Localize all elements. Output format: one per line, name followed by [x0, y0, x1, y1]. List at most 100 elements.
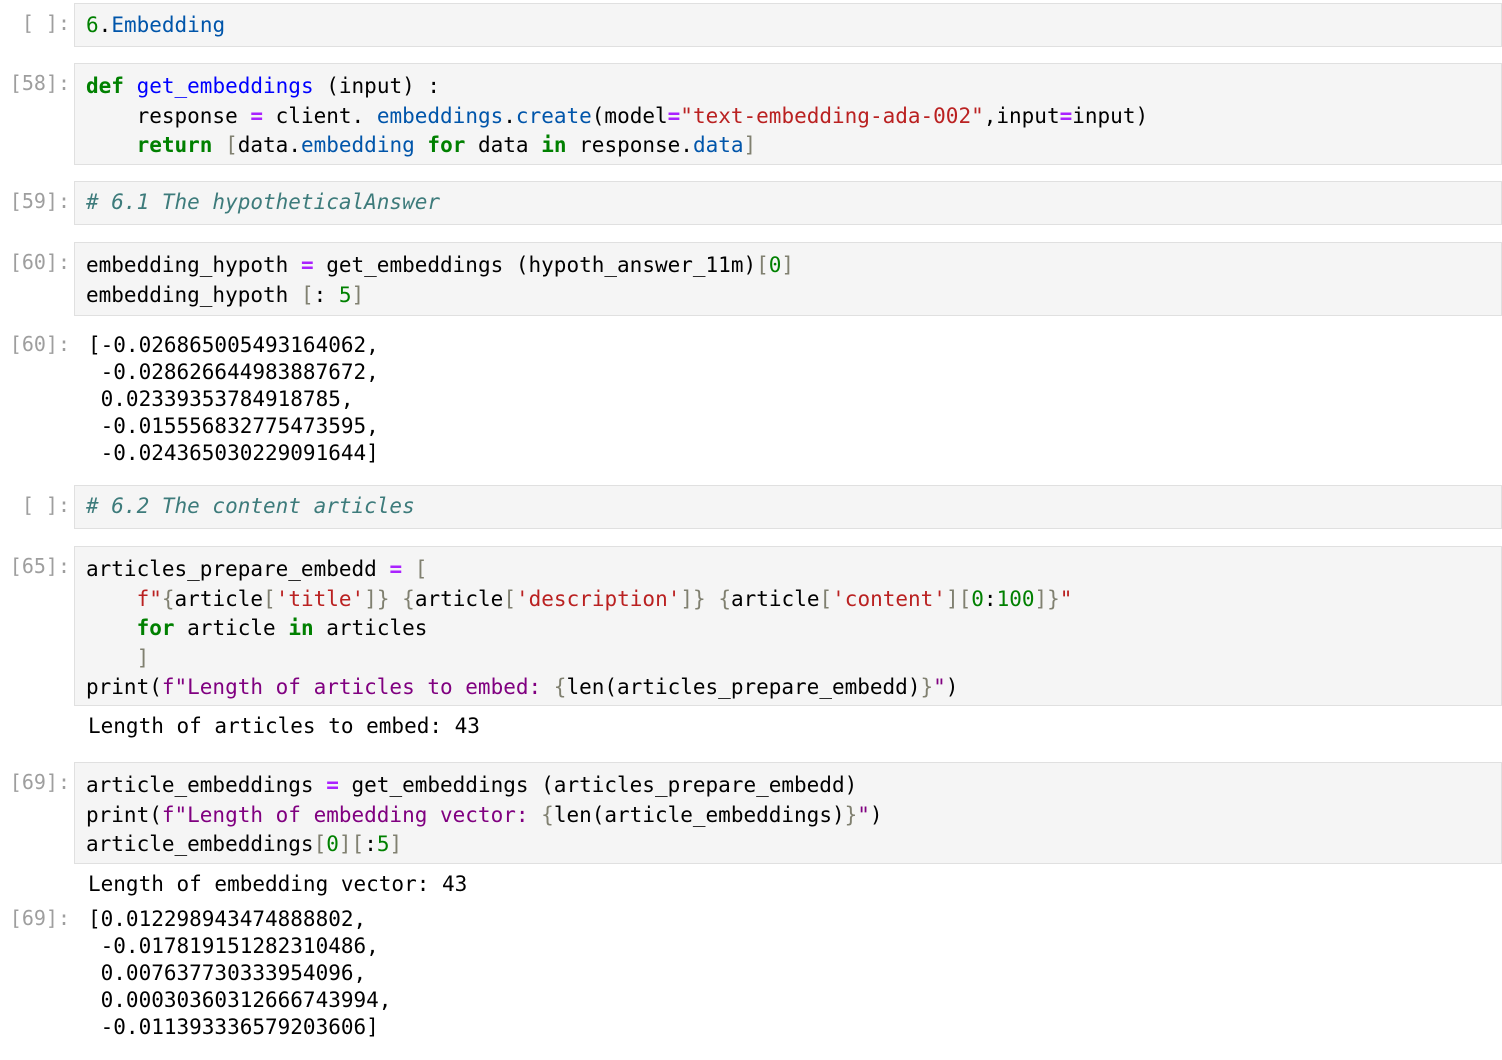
- execution-prompt: [59]:: [9, 189, 70, 213]
- code-token: data: [692, 133, 744, 157]
- code-token: ,input: [983, 103, 1060, 128]
- execution-prompt: [60]:: [9, 250, 70, 274]
- cell-input-area[interactable]: embedding_hypoth = get_embeddings (hypot…: [74, 242, 1502, 316]
- code-token: data.: [237, 133, 301, 157]
- cell-input-area[interactable]: # 6.2 The content articles: [74, 485, 1502, 529]
- code-line: print(f"Length of embedding vector: {len…: [86, 801, 883, 831]
- code-editor[interactable]: 6.Embedding: [86, 11, 225, 41]
- execution-prompt: [58]:: [9, 71, 70, 95]
- code-token: [124, 74, 137, 98]
- code-token: [: [414, 557, 428, 581]
- code-token: 'content': [832, 586, 946, 611]
- code-token: article_embeddings: [86, 773, 327, 797]
- cell-input-area[interactable]: article_embeddings = get_embeddings (art…: [74, 762, 1502, 864]
- code-token: print(: [86, 802, 162, 827]
- code-token: for: [427, 133, 466, 157]
- code-token: return: [136, 133, 213, 157]
- code-token: f"Length of embedding vector:: [161, 802, 542, 827]
- code-token: [402, 557, 415, 581]
- code-token: article: [730, 586, 820, 611]
- code-line: for article in articles: [86, 614, 1072, 644]
- cell-output-articles-length: Length of articles to embed: 43: [0, 713, 1502, 743]
- code-editor[interactable]: article_embeddings = get_embeddings (art…: [86, 771, 883, 860]
- code-token: print(: [86, 675, 162, 699]
- code-token: }: [844, 802, 858, 827]
- cell-input-area[interactable]: 6.Embedding: [74, 3, 1502, 47]
- code-token: 'title': [275, 586, 365, 611]
- code-token: article: [174, 616, 289, 640]
- code-token: ]: [351, 282, 365, 307]
- execution-prompt: [ ]:: [21, 11, 70, 35]
- code-line: 6.Embedding: [86, 11, 225, 41]
- code-token: [: [819, 586, 833, 611]
- code-token: [212, 133, 225, 157]
- code-line: print(f"Length of articles to embed: {le…: [86, 673, 1072, 703]
- output-prompt: [60]:: [9, 332, 70, 356]
- cell-input-area[interactable]: def get_embeddings (input) : response = …: [74, 63, 1502, 165]
- code-token: [: [225, 133, 238, 157]
- code-line: ]: [86, 644, 1072, 674]
- code-editor[interactable]: def get_embeddings (input) : response = …: [86, 72, 1148, 161]
- output-prompt: [69]:: [9, 906, 70, 930]
- code-token: (model: [591, 103, 668, 128]
- cell-input-area[interactable]: articles_prepare_embedd = [ f"{article['…: [74, 546, 1502, 706]
- code-line: response = client. embeddings.create(mod…: [86, 102, 1149, 132]
- code-editor[interactable]: # 6.2 The content articles: [86, 492, 415, 522]
- code-token: [: [503, 586, 516, 611]
- notebook-cell-article-embeddings[interactable]: [69]: article_embeddings = get_embedding…: [0, 762, 1502, 864]
- code-editor[interactable]: # 6.1 The hypotheticalAnswer: [86, 188, 440, 218]
- code-line: # 6.1 The hypotheticalAnswer: [86, 188, 440, 218]
- output-text: [0.012298943474888802, -0.01781915128231…: [88, 907, 392, 1039]
- output-text: [-0.026865005493164062, -0.0286266449838…: [88, 333, 379, 465]
- code-line: # 6.2 The content articles: [86, 492, 415, 522]
- code-token: create: [515, 103, 592, 128]
- code-token: 0: [326, 832, 339, 856]
- code-token: len(article_embeddings): [553, 802, 845, 827]
- code-token: }: [920, 675, 934, 699]
- code-token: get_embeddings: [136, 74, 314, 98]
- code-token: f": [136, 586, 162, 611]
- code-token: 5: [376, 832, 390, 856]
- code-token: embedding: [300, 133, 415, 157]
- code-token: [: [313, 832, 327, 856]
- code-token: =: [389, 557, 403, 581]
- code-token: [415, 133, 428, 157]
- cell-output-hypoth-vector: [60]: [-0.026865005493164062, -0.0286266…: [0, 332, 1502, 472]
- code-token: {: [402, 586, 415, 611]
- code-token: {: [553, 675, 567, 699]
- cell-input-area[interactable]: # 6.1 The hypotheticalAnswer: [74, 181, 1502, 225]
- notebook-cell-comment-content-articles[interactable]: [ ]: # 6.2 The content articles: [0, 485, 1502, 529]
- notebook-cell-embedding-hypoth[interactable]: [60]: embedding_hypoth = get_embeddings …: [0, 242, 1502, 316]
- code-editor[interactable]: articles_prepare_embedd = [ f"{article['…: [86, 555, 1072, 703]
- notebook-cell-def-get-embeddings[interactable]: [58]: def get_embeddings (input) : respo…: [0, 63, 1502, 165]
- execution-prompt: [65]:: [9, 554, 70, 578]
- code-token: ]: [389, 832, 403, 856]
- code-token: get_embeddings (articles_prepare_embedd): [338, 773, 858, 797]
- notebook-cell-articles-prepare[interactable]: [65]: articles_prepare_embedd = [ f"{art…: [0, 546, 1502, 706]
- code-token: =: [667, 103, 681, 128]
- code-token: for: [136, 616, 175, 640]
- code-token: [86, 616, 137, 640]
- output-text: Length of embedding vector: 43: [88, 872, 468, 896]
- code-line: article_embeddings = get_embeddings (art…: [86, 771, 883, 801]
- code-token: response.: [566, 133, 693, 157]
- cell-output-article-vector: [69]: [0.012298943474888802, -0.01781915…: [0, 906, 1502, 1046]
- code-token: [: [300, 282, 314, 307]
- code-token: articles: [313, 616, 428, 640]
- code-token: in: [288, 616, 314, 640]
- code-token: # 6.1 The hypotheticalAnswer: [86, 190, 441, 214]
- code-token: ]: [136, 645, 150, 670]
- code-token: .: [503, 103, 516, 128]
- notebook-cell-comment-hypothetical[interactable]: [59]: # 6.1 The hypotheticalAnswer: [0, 181, 1502, 225]
- notebook-cell-markdown-embedding[interactable]: [ ]: 6.Embedding: [0, 3, 1502, 47]
- code-token: {: [718, 586, 731, 611]
- code-token: ][: [945, 586, 972, 611]
- code-token: ): [869, 802, 883, 827]
- code-token: response: [86, 103, 251, 128]
- code-token: ": [933, 675, 946, 699]
- code-line: def get_embeddings (input) :: [86, 72, 1148, 102]
- code-token: ": [857, 802, 870, 827]
- code-token: embeddings: [376, 103, 504, 128]
- code-token: 0: [768, 253, 782, 277]
- code-editor[interactable]: embedding_hypoth = get_embeddings (hypot…: [86, 251, 794, 310]
